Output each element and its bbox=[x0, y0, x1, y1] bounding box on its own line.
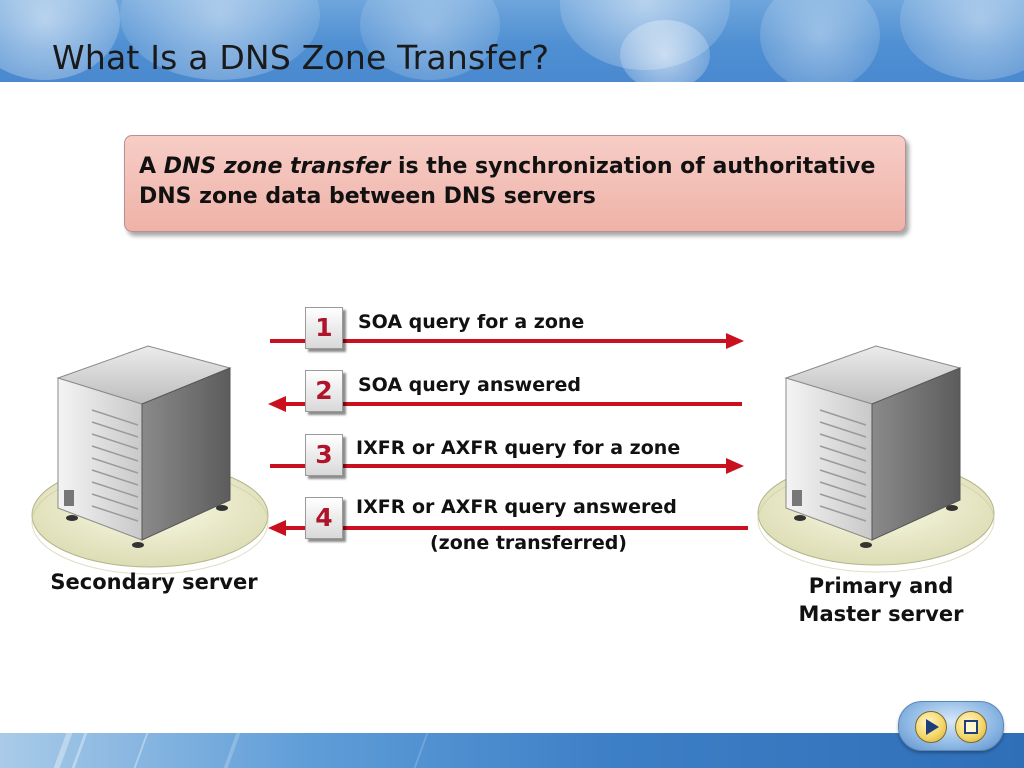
footer-band bbox=[0, 733, 1024, 768]
play-icon bbox=[926, 719, 939, 735]
definition-term: DNS zone transfer bbox=[163, 154, 391, 179]
slide-title: What Is a DNS Zone Transfer? bbox=[52, 38, 550, 77]
definition-rest: is the synchronization of authoritative … bbox=[139, 154, 876, 209]
definition-box: A DNS zone transfer is the synchronizati… bbox=[124, 135, 906, 232]
arrow-step-3 bbox=[270, 458, 744, 474]
primary-server-label: Primary and Master server bbox=[770, 572, 992, 628]
secondary-server-label: Secondary server bbox=[50, 570, 258, 594]
secondary-server-icon bbox=[31, 345, 269, 575]
step-4-text: IXFR or AXFR query answered bbox=[356, 496, 677, 518]
primary-server-label-line2: Master server bbox=[798, 602, 964, 626]
step-4-text-line2: (zone transferred) bbox=[430, 532, 627, 554]
stop-icon bbox=[964, 720, 978, 734]
step-3-text: IXFR or AXFR query for a zone bbox=[356, 437, 681, 459]
step-3-number: 3 bbox=[305, 434, 343, 476]
primary-server-label-line1: Primary and bbox=[808, 574, 954, 598]
step-2-text: SOA query answered bbox=[358, 374, 581, 396]
step-2-number: 2 bbox=[305, 370, 343, 412]
step-4-number: 4 bbox=[305, 497, 343, 539]
step-1-number: 1 bbox=[305, 307, 343, 349]
step-1-text: SOA query for a zone bbox=[358, 311, 585, 333]
definition-text: A DNS zone transfer is the synchronizati… bbox=[139, 152, 899, 212]
arrow-step-4 bbox=[268, 520, 748, 536]
primary-server-icon bbox=[757, 345, 995, 573]
arrow-step-2 bbox=[268, 396, 742, 412]
slide-navigation bbox=[898, 701, 1004, 751]
definition-prefix: A bbox=[139, 154, 164, 179]
arrow-step-1 bbox=[270, 333, 744, 349]
play-button[interactable] bbox=[915, 711, 947, 743]
stop-button[interactable] bbox=[955, 711, 987, 743]
header-band bbox=[0, 0, 1024, 82]
